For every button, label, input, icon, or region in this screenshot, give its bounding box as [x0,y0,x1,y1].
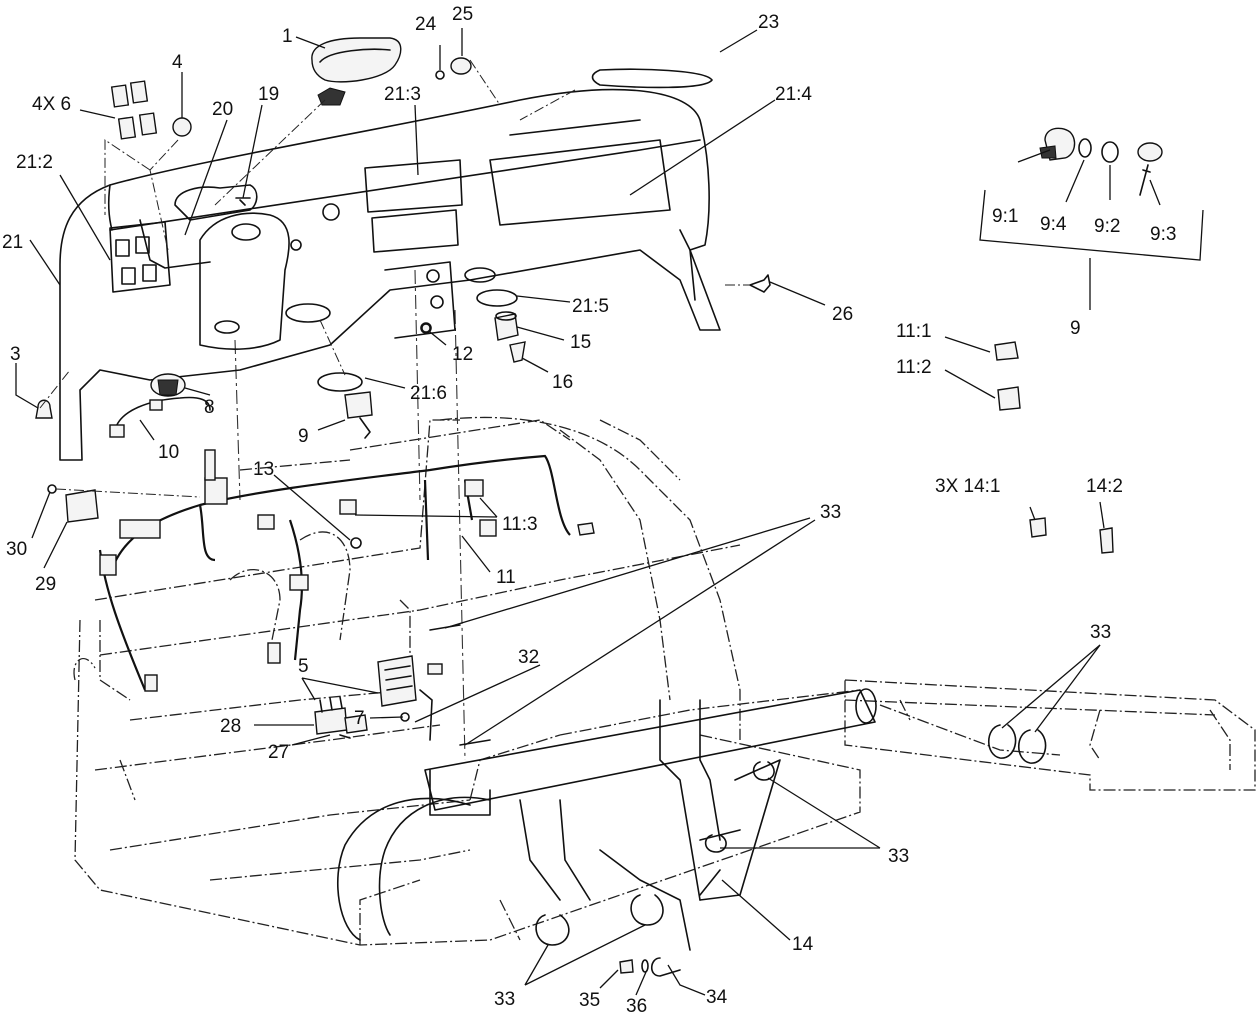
callout-33-c: 33 [888,846,909,867]
callout-16: 16 [552,372,573,393]
callout-9-1: 9:1 [992,206,1018,227]
chassis-frame [73,269,1256,946]
grommet-13 [350,537,362,549]
fuse-11-2 [997,386,1021,411]
bezel-21-6 [317,372,363,392]
callout-11-2: 11:2 [896,357,932,378]
callout-labels: 1 24 25 23 4 4X 6 20 19 21:3 21:4 21:2 2… [2,4,1176,1017]
callout-1: 1 [282,26,293,47]
callout-7: 7 [354,708,365,729]
callout-21-2: 21:2 [16,152,53,173]
callout-21-3: 21:3 [384,84,421,105]
callout-28: 28 [220,716,241,737]
callout-9: 9 [298,426,309,447]
screw-30 [47,484,57,494]
callout-4x6: 4X 6 [32,94,71,115]
callout-20: 20 [212,99,233,120]
hardware-34-36 [619,957,681,977]
callout-3: 3 [10,344,21,365]
callout-9-3: 9:3 [1150,224,1176,245]
group-bracket-9 [979,189,1204,261]
callout-33-d: 33 [494,989,515,1010]
main-harness-11 [98,449,595,692]
knob-4 [172,117,192,137]
callout-9-4: 9:4 [1040,214,1067,235]
fuse-14-2 [1099,527,1114,554]
ignition-switch-9 [344,391,373,439]
callout-5: 5 [298,656,309,677]
callout-24: 24 [415,14,437,35]
hour-meter [311,37,402,106]
screw-26 [749,274,771,293]
callout-8: 8 [204,397,215,418]
callout-33-b: 33 [1090,622,1111,643]
callout-4: 4 [172,52,183,73]
callout-13: 13 [253,459,274,480]
switch-covers [110,80,158,140]
callout-32: 32 [518,647,539,668]
terminal-strip [314,696,410,739]
callout-14-2: 14:2 [1086,476,1123,497]
harness-14 [699,869,721,896]
callout-9-group: 9 [1070,318,1081,339]
bezel-21-5 [476,289,518,307]
bulb-3 [35,399,53,419]
callout-25: 25 [452,4,473,25]
callout-34: 34 [706,987,728,1008]
callout-27: 27 [268,742,289,763]
callout-21: 21 [2,232,23,253]
switch-15 [494,311,519,341]
callout-15: 15 [570,332,591,353]
fuse-11-1 [994,341,1019,361]
callout-11-1: 11:1 [896,321,932,342]
washer-24 [435,70,445,80]
bulb-16 [509,341,526,363]
callout-3x-14-1: 3X 14:1 [935,476,1001,497]
terminal-14-1 [1029,517,1047,538]
callout-26: 26 [832,304,853,325]
relay-29 [65,489,99,523]
callout-11-3: 11:3 [502,514,538,535]
harness-10 [109,396,211,438]
callout-19: 19 [258,84,279,105]
callout-10: 10 [158,442,179,463]
cap-25 [450,57,472,75]
cable-ties-33 [429,624,1047,946]
callout-36: 36 [626,996,647,1017]
callout-21-4: 21:4 [775,84,812,105]
leader-lines [15,28,1161,996]
callout-11: 11 [496,567,516,588]
callout-21-5: 21:5 [572,296,609,317]
callout-29: 29 [35,574,56,595]
callout-35: 35 [579,990,600,1011]
ignition-exploded [1039,127,1163,196]
callout-33-a: 33 [820,502,841,523]
callout-30: 30 [6,539,27,560]
construction-lines [39,59,750,498]
callout-14: 14 [792,934,814,955]
front-tube-structure [337,688,877,951]
screw-19 [235,197,251,206]
callout-9-2: 9:2 [1094,216,1120,237]
fuse-block-32 [377,655,443,741]
callout-23: 23 [758,12,779,33]
callout-21-6: 21:6 [410,383,447,404]
switch-8 [150,373,186,397]
plug-12 [421,323,431,333]
callout-12: 12 [452,344,473,365]
dash-panel [59,68,721,461]
